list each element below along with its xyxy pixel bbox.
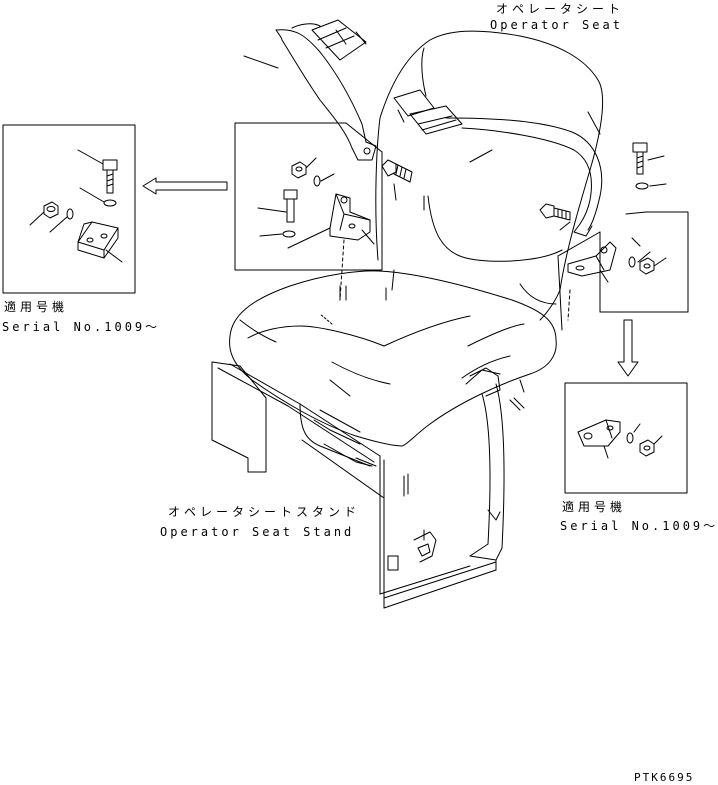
bolt-icon xyxy=(102,159,118,194)
left-detail-box xyxy=(2,124,136,294)
seat-back xyxy=(375,30,604,321)
seat-cushion xyxy=(229,269,557,447)
seat-belt-left xyxy=(275,19,377,161)
seat-stand xyxy=(211,361,525,609)
bolt-icon xyxy=(381,159,413,183)
middle-detail-box xyxy=(234,122,383,271)
washer-icon xyxy=(103,199,117,207)
seat-belt-right xyxy=(393,89,603,237)
seat-title-en: Operator Seat xyxy=(490,18,623,32)
stand-title-jp: オペレータシートスタンド xyxy=(168,505,361,519)
nut-icon xyxy=(43,201,59,219)
left-applicable-label: 適用号機 xyxy=(4,300,69,314)
arrow-down-icon xyxy=(617,319,639,377)
bolt-icon xyxy=(539,203,571,221)
right-detail-box xyxy=(557,211,689,331)
drawing-code: PTK6695 xyxy=(634,771,695,784)
bracket-icon xyxy=(77,221,119,259)
left-serial-label: Serial No.1009～ xyxy=(2,320,161,334)
right-serial-label: Serial No.1009～ xyxy=(560,519,718,533)
washer-icon xyxy=(66,208,74,220)
right-applicable-label: 適用号機 xyxy=(562,500,627,514)
washer-icon xyxy=(635,182,649,190)
seat-title-jp: オペレータシート xyxy=(496,2,625,16)
bolt-icon xyxy=(632,142,648,175)
arrow-left-icon xyxy=(142,177,228,195)
lower-right-detail-box xyxy=(564,382,688,494)
stand-title-en: Operator Seat Stand xyxy=(160,525,355,539)
